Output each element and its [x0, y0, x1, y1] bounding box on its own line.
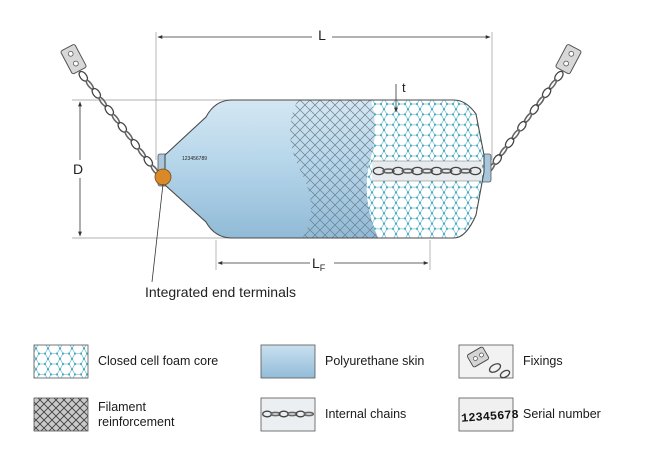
chain-link [420, 168, 434, 174]
legend-label-skin: Polyurethane skin [325, 354, 425, 368]
dimension-length: L [155, 26, 493, 160]
internal-chain-links [372, 166, 482, 176]
chain-link [430, 166, 443, 176]
dimension-diameter: D [70, 99, 232, 239]
legend-label-serial: Serial number [523, 407, 601, 421]
thickness-label: t [402, 80, 406, 95]
fender-body: 123456789 [154, 99, 492, 239]
chain-link [303, 411, 315, 417]
right-chain [486, 44, 582, 174]
filament-reinforcement-icon [33, 397, 89, 432]
callout-terminals-text: Integrated end terminals [145, 284, 296, 300]
left-chain [60, 44, 160, 176]
chain-link [391, 166, 405, 176]
chain-link [439, 168, 453, 174]
length-label: L [318, 27, 326, 43]
chain-link [382, 168, 395, 174]
serial-swatch-text: 12345678 [461, 408, 519, 426]
diameter-label: D [73, 161, 83, 177]
chain-link [499, 145, 508, 157]
chain-link [459, 168, 472, 174]
legend: 12345678 [33, 344, 519, 432]
chain-link [449, 166, 463, 176]
terminal-callout: Integrated end terminals [145, 183, 296, 300]
polyurethane-skin-icon [260, 344, 316, 379]
chain-link [372, 166, 385, 176]
legend-label-filament: Filament reinforcement [98, 400, 175, 429]
legend-label-foam: Closed cell foam core [98, 354, 219, 368]
fixings-icon [458, 344, 514, 379]
legend-label-fixings: Fixings [523, 354, 563, 368]
foam-length-label: LF [312, 255, 326, 273]
chain-link [270, 411, 281, 417]
chain-link [469, 166, 482, 176]
foam-core-icon [33, 344, 89, 379]
chain-link [411, 166, 424, 176]
legend-label-chains: Internal chains [325, 407, 407, 421]
serial-number-icon: 12345678 [458, 397, 519, 432]
chain-link [536, 95, 545, 107]
dimension-thickness: t [394, 80, 406, 113]
serial-stamp: 123456789 [182, 156, 207, 162]
internal-chain-band [372, 161, 482, 181]
dimension-foam-length: LF [215, 240, 431, 273]
left-fixing-plate [60, 44, 87, 75]
end-terminal-marker [154, 168, 172, 186]
chain-link [286, 411, 298, 417]
right-fixing-plate [555, 44, 582, 75]
chain-link [401, 168, 415, 174]
internal-chains-icon [260, 397, 316, 432]
